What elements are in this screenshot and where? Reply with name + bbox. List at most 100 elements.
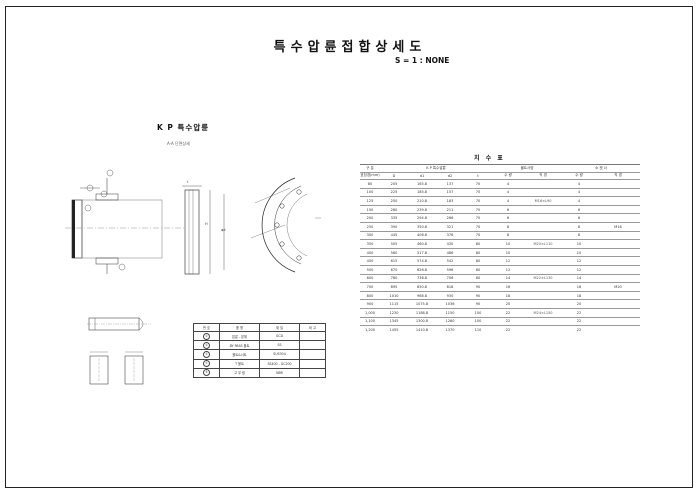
header-cell: 재 질 [259, 323, 300, 332]
dimension-table-header: 구 분 K P 특수압륜 볼트사양 소 켓 너 [360, 164, 641, 172]
subheader-cell: t [464, 171, 493, 180]
table-cell: 70 [464, 221, 493, 232]
table-cell: 10 [562, 247, 597, 257]
table-cell: 900 [360, 299, 380, 309]
table-cell: 626.8 [408, 264, 436, 275]
drawing-sheet [5, 6, 693, 488]
table-cell: 350.8 [408, 221, 436, 232]
part-number-cell: ⑤ [193, 367, 220, 378]
table-cell: NBR [259, 367, 300, 378]
table-cell: 205 [380, 179, 408, 189]
table-cell: 10 [562, 239, 597, 249]
table-cell: 6 [562, 204, 597, 214]
table-cell [524, 290, 563, 300]
table-cell [596, 307, 641, 317]
table-cell: 486 [436, 247, 464, 257]
table-cell: 12 [562, 256, 597, 266]
subheader-cell: 직 경 [524, 171, 563, 180]
table-cell [596, 316, 641, 326]
part-number-cell: ④ [193, 358, 220, 369]
table-cell: 고 무 링 [219, 367, 260, 378]
table-cell [299, 358, 326, 369]
table-cell: 1,000 [360, 307, 380, 317]
table-cell: 125 [360, 196, 380, 206]
dimension-table-subheader: 호칭경(mm) D d1 d2 t 수 량 직 경 수 량 직 경 [360, 171, 641, 180]
table-cell: 1260 [436, 316, 464, 326]
table-cell: 압륜 - 본체 [219, 330, 260, 342]
table-cell: 볼트&너트 [219, 349, 260, 360]
table-cell: 280 [380, 204, 408, 214]
table-cell: 266 [436, 213, 464, 223]
table-cell: 294.8 [408, 213, 436, 223]
table-cell: 706 [436, 273, 464, 283]
table-cell: 80 [464, 239, 493, 249]
table-cell: 70 [464, 187, 493, 197]
table-cell: 22 [562, 325, 597, 334]
section-view-drawing [65, 169, 185, 274]
table-cell: 70 [464, 213, 493, 223]
table-cell: 18 [492, 290, 525, 300]
table-cell [596, 196, 641, 206]
table-cell: 1,200 [360, 325, 380, 334]
table-cell: 574.8 [408, 256, 436, 266]
table-cell: 1036 [436, 299, 464, 309]
part-number-badge: ① [203, 332, 210, 340]
table-cell: 8 [492, 221, 525, 232]
table-cell [524, 282, 563, 292]
table-cell [299, 349, 326, 360]
subheader-cell: d1 [408, 171, 436, 180]
table-cell: 596 [436, 264, 464, 275]
table-cell: 406.8 [408, 230, 436, 240]
table-cell [596, 230, 641, 240]
part-number-cell: ③ [193, 349, 220, 360]
table-cell: 22 [562, 307, 597, 317]
table-cell: 183 [436, 196, 464, 206]
table-cell: 70 [464, 196, 493, 206]
table-cell: 4 [492, 187, 525, 197]
table-cell: 12 [492, 264, 525, 275]
table-cell: 100 [360, 187, 380, 197]
table-cell: 930 [436, 290, 464, 300]
table-cell: T 볼트 [219, 358, 260, 369]
subheader-cell: 호칭경(mm) [360, 171, 380, 180]
table-cell: 250 [380, 196, 408, 206]
table-cell: 615 [380, 256, 408, 266]
header-cell: 품 명 [219, 323, 260, 332]
table-cell: 4 [562, 179, 597, 189]
side-dim-t: t [187, 180, 189, 184]
dimension-table-title: 치 수 표 [474, 155, 505, 162]
table-cell [524, 264, 563, 275]
table-cell: 12 [492, 256, 525, 266]
table-cell: 460.8 [408, 239, 436, 249]
table-cell: 505 [380, 239, 408, 249]
side-dim-d: φd [221, 228, 226, 232]
table-cell: 350 [360, 239, 380, 249]
table-cell: 157 [436, 187, 464, 197]
table-cell: 517.8 [408, 247, 436, 257]
table-cell: 8 [562, 230, 597, 240]
bolt-group-label: M24×L150 [524, 307, 563, 317]
table-cell: 80 [464, 264, 493, 275]
table-cell: 736.8 [408, 273, 436, 283]
table-cell: 445 [380, 230, 408, 240]
table-cell: 6 [562, 213, 597, 223]
table-cell: 90 [464, 290, 493, 300]
table-cell: BY PASS 볼트 [219, 340, 260, 351]
table-cell [596, 299, 641, 309]
table-cell: 100 [464, 307, 493, 317]
table-cell: 4 [562, 196, 597, 206]
side-dim-h: H [205, 222, 208, 226]
table-cell: 6 [492, 213, 525, 223]
table-cell: 390 [380, 221, 408, 232]
table-cell: 20 [492, 299, 525, 309]
part-number-cell: ① [193, 330, 220, 342]
table-cell: 1300.8 [408, 316, 436, 326]
table-cell: 1345 [380, 316, 408, 326]
table-cell: 110 [464, 325, 493, 334]
